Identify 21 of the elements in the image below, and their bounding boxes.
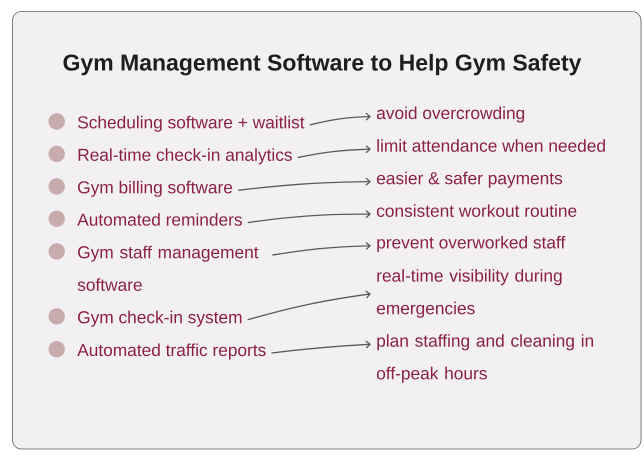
item-text: easier & safer payments <box>376 172 562 188</box>
item-text: avoid overcrowding <box>376 106 524 123</box>
title: Gym Management Software to Help Gym Safety <box>64 54 582 76</box>
item-text: Automated reminders <box>77 213 242 226</box>
item-text: prevent overworked staff <box>377 236 566 252</box>
arrow <box>247 290 372 320</box>
arrow <box>238 178 371 191</box>
item-text: Gym staff management software <box>78 246 258 291</box>
arrow <box>310 112 371 126</box>
arrow <box>298 145 371 158</box>
item-text: Gym billing software <box>78 180 232 197</box>
item-text: Scheduling software + waitlist <box>78 116 304 132</box>
item-text: limit attendance when needed <box>377 139 605 152</box>
item-text: plan staffing and cleaning in off-peak hours <box>376 334 594 383</box>
item-text: consistent workout routine <box>376 204 576 217</box>
arrow <box>272 242 371 256</box>
arrow <box>271 340 372 354</box>
item-text: Gym check-in system <box>78 310 242 327</box>
item-text: Automated traffic reports <box>77 343 266 360</box>
item-text: Real-time check-in analytics <box>78 148 292 164</box>
arrow <box>248 210 371 224</box>
